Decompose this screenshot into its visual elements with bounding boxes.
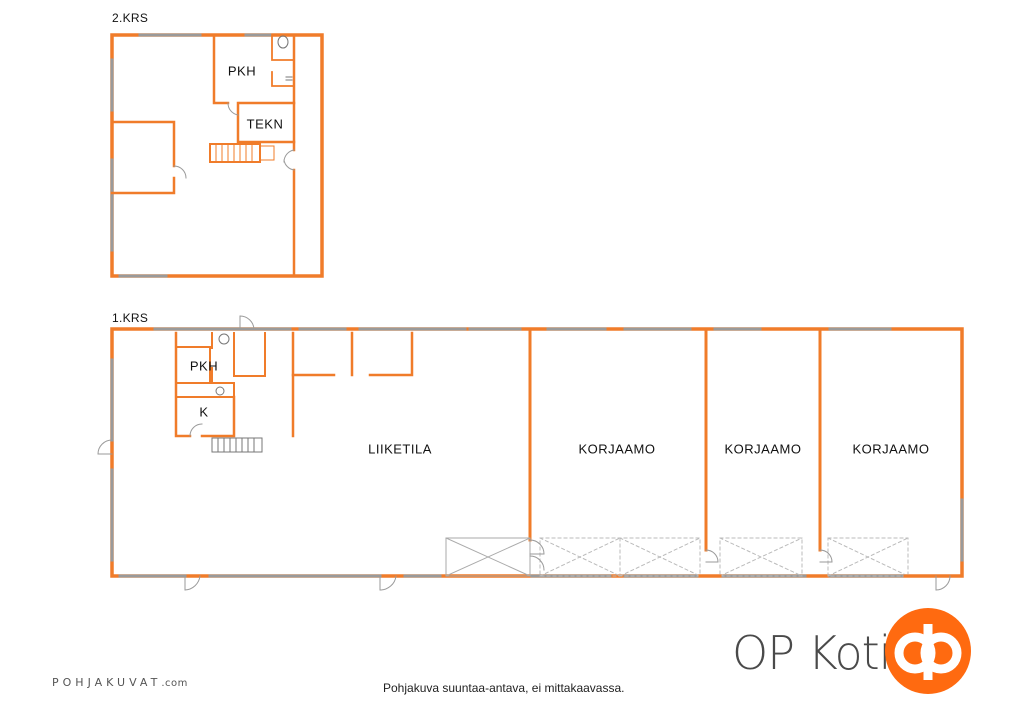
lower-floor-label: 1.KRS	[112, 311, 149, 325]
room-label-pkh-lower: PKH	[189, 358, 219, 374]
room-label-korjaamo-2: KORJAAMO	[724, 441, 802, 457]
room-label-korjaamo-3: KORJAAMO	[852, 441, 930, 457]
room-label-tekn: TEKN	[246, 116, 284, 132]
room-label-k: K	[199, 404, 209, 420]
room-label-korjaamo-1: KORJAAMO	[578, 441, 656, 457]
room-label-pkh-upper: PKH	[227, 63, 257, 79]
credit-domain: .com	[161, 678, 188, 689]
disclaimer-caption: Pohjakuva suuntaa-antava, ei mittakaavas…	[383, 681, 625, 695]
credit-text: POHJAKUVAT	[52, 676, 162, 689]
upper-floor-label: 2.KRS	[112, 11, 149, 25]
pohjakuvat-credit: POHJAKUVAT.com	[52, 676, 188, 689]
brand-name: OP Koti	[732, 626, 891, 680]
op-logo-icon	[885, 608, 971, 694]
lower-floor-plan	[97, 315, 964, 591]
room-label-liiketila: LIIKETILA	[368, 441, 432, 457]
upper-floor-plan	[110, 33, 324, 278]
